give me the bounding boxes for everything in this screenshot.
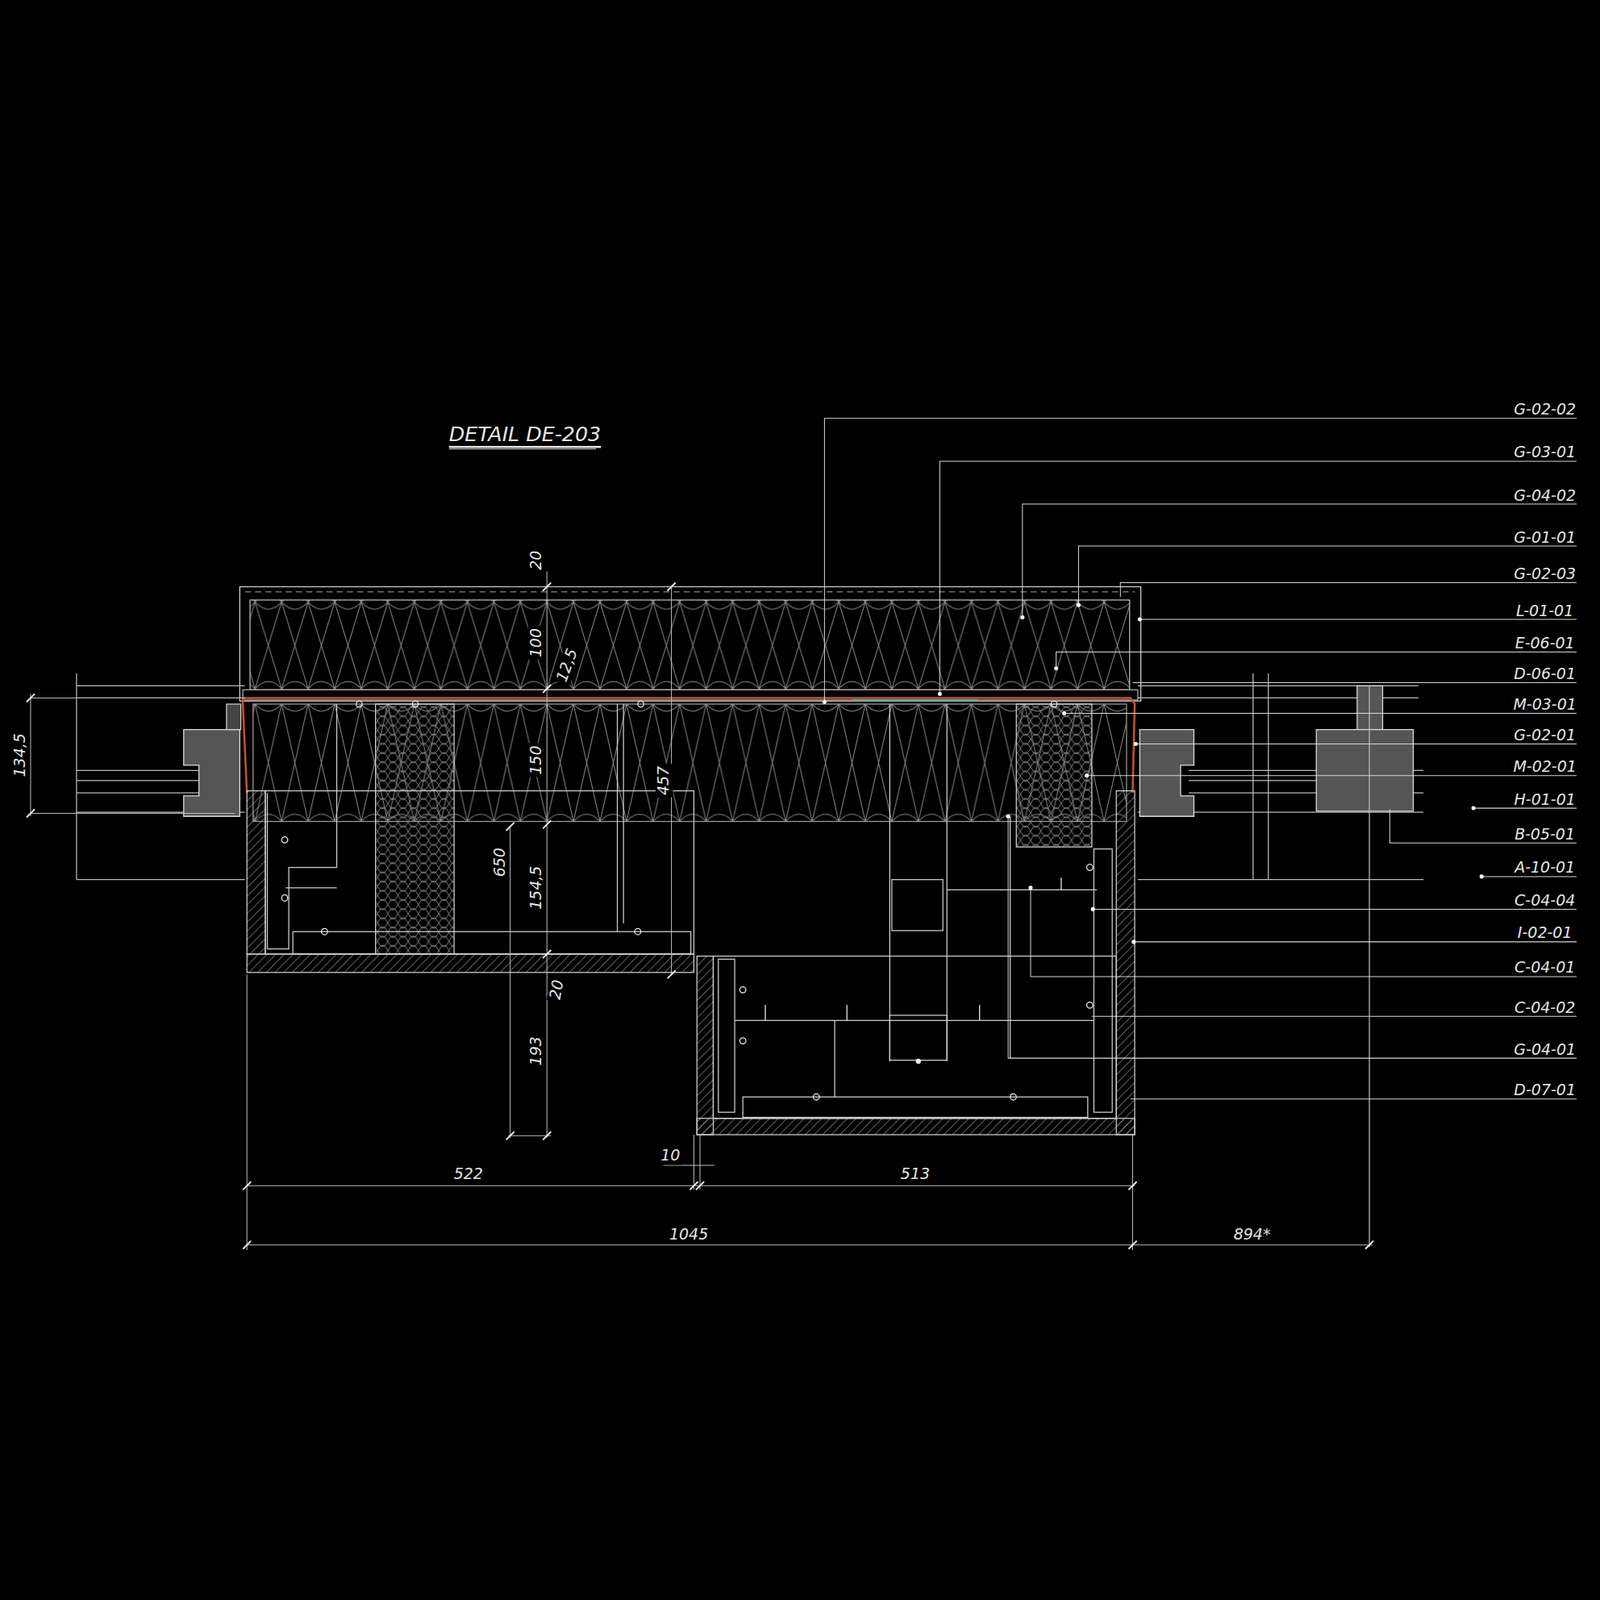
dimension-value: 650 xyxy=(491,845,509,880)
callout-code: I-02-01 xyxy=(1517,925,1573,942)
callout-code: C-04-02 xyxy=(1514,1000,1575,1017)
dimension-value: 20 xyxy=(528,548,546,572)
dimension-value: 193 xyxy=(528,1034,546,1068)
callout-code: G-03-01 xyxy=(1513,445,1576,461)
dimension-value: 100 xyxy=(528,625,546,659)
callout-code: M-03-01 xyxy=(1512,697,1576,713)
dimension-value: 20 xyxy=(546,976,568,1004)
callout-code: G-02-03 xyxy=(1513,566,1576,583)
callout-code: D-07-01 xyxy=(1513,1083,1576,1099)
dimension-value: 154,5 xyxy=(528,863,546,912)
callout-code: M-02-01 xyxy=(1512,759,1576,775)
callout-code: G-02-02 xyxy=(1513,402,1576,418)
dimension-value: 894* xyxy=(1231,1225,1273,1244)
detail-title: DETAIL DE-203 xyxy=(449,423,601,444)
callout-code: C-04-04 xyxy=(1514,893,1575,909)
callout-code: C-04-01 xyxy=(1514,960,1575,976)
callout-code: D-06-01 xyxy=(1513,666,1576,683)
callout-code: G-04-01 xyxy=(1513,1042,1576,1059)
callout-code: B-05-01 xyxy=(1514,827,1575,843)
callout-code: G-01-01 xyxy=(1513,529,1576,546)
dimension-value: 150 xyxy=(528,743,546,777)
dimension-value: 134,5 xyxy=(12,731,30,780)
dimension-value: 457 xyxy=(655,763,674,797)
callout-code: E-06-01 xyxy=(1515,636,1575,652)
dimension-value: 513 xyxy=(898,1166,932,1184)
callout-code: G-02-01 xyxy=(1513,728,1576,744)
dimension-value: 10 xyxy=(658,1147,683,1166)
callout-code: H-01-01 xyxy=(1514,792,1576,809)
callout-code: L-01-01 xyxy=(1516,603,1574,619)
callout-code: G-04-02 xyxy=(1513,487,1576,504)
callout-code: A-10-01 xyxy=(1514,860,1575,876)
dimension-value: 522 xyxy=(451,1166,485,1184)
dimension-value: 12,5 xyxy=(552,644,582,687)
dimension-value: 1045 xyxy=(666,1225,710,1244)
